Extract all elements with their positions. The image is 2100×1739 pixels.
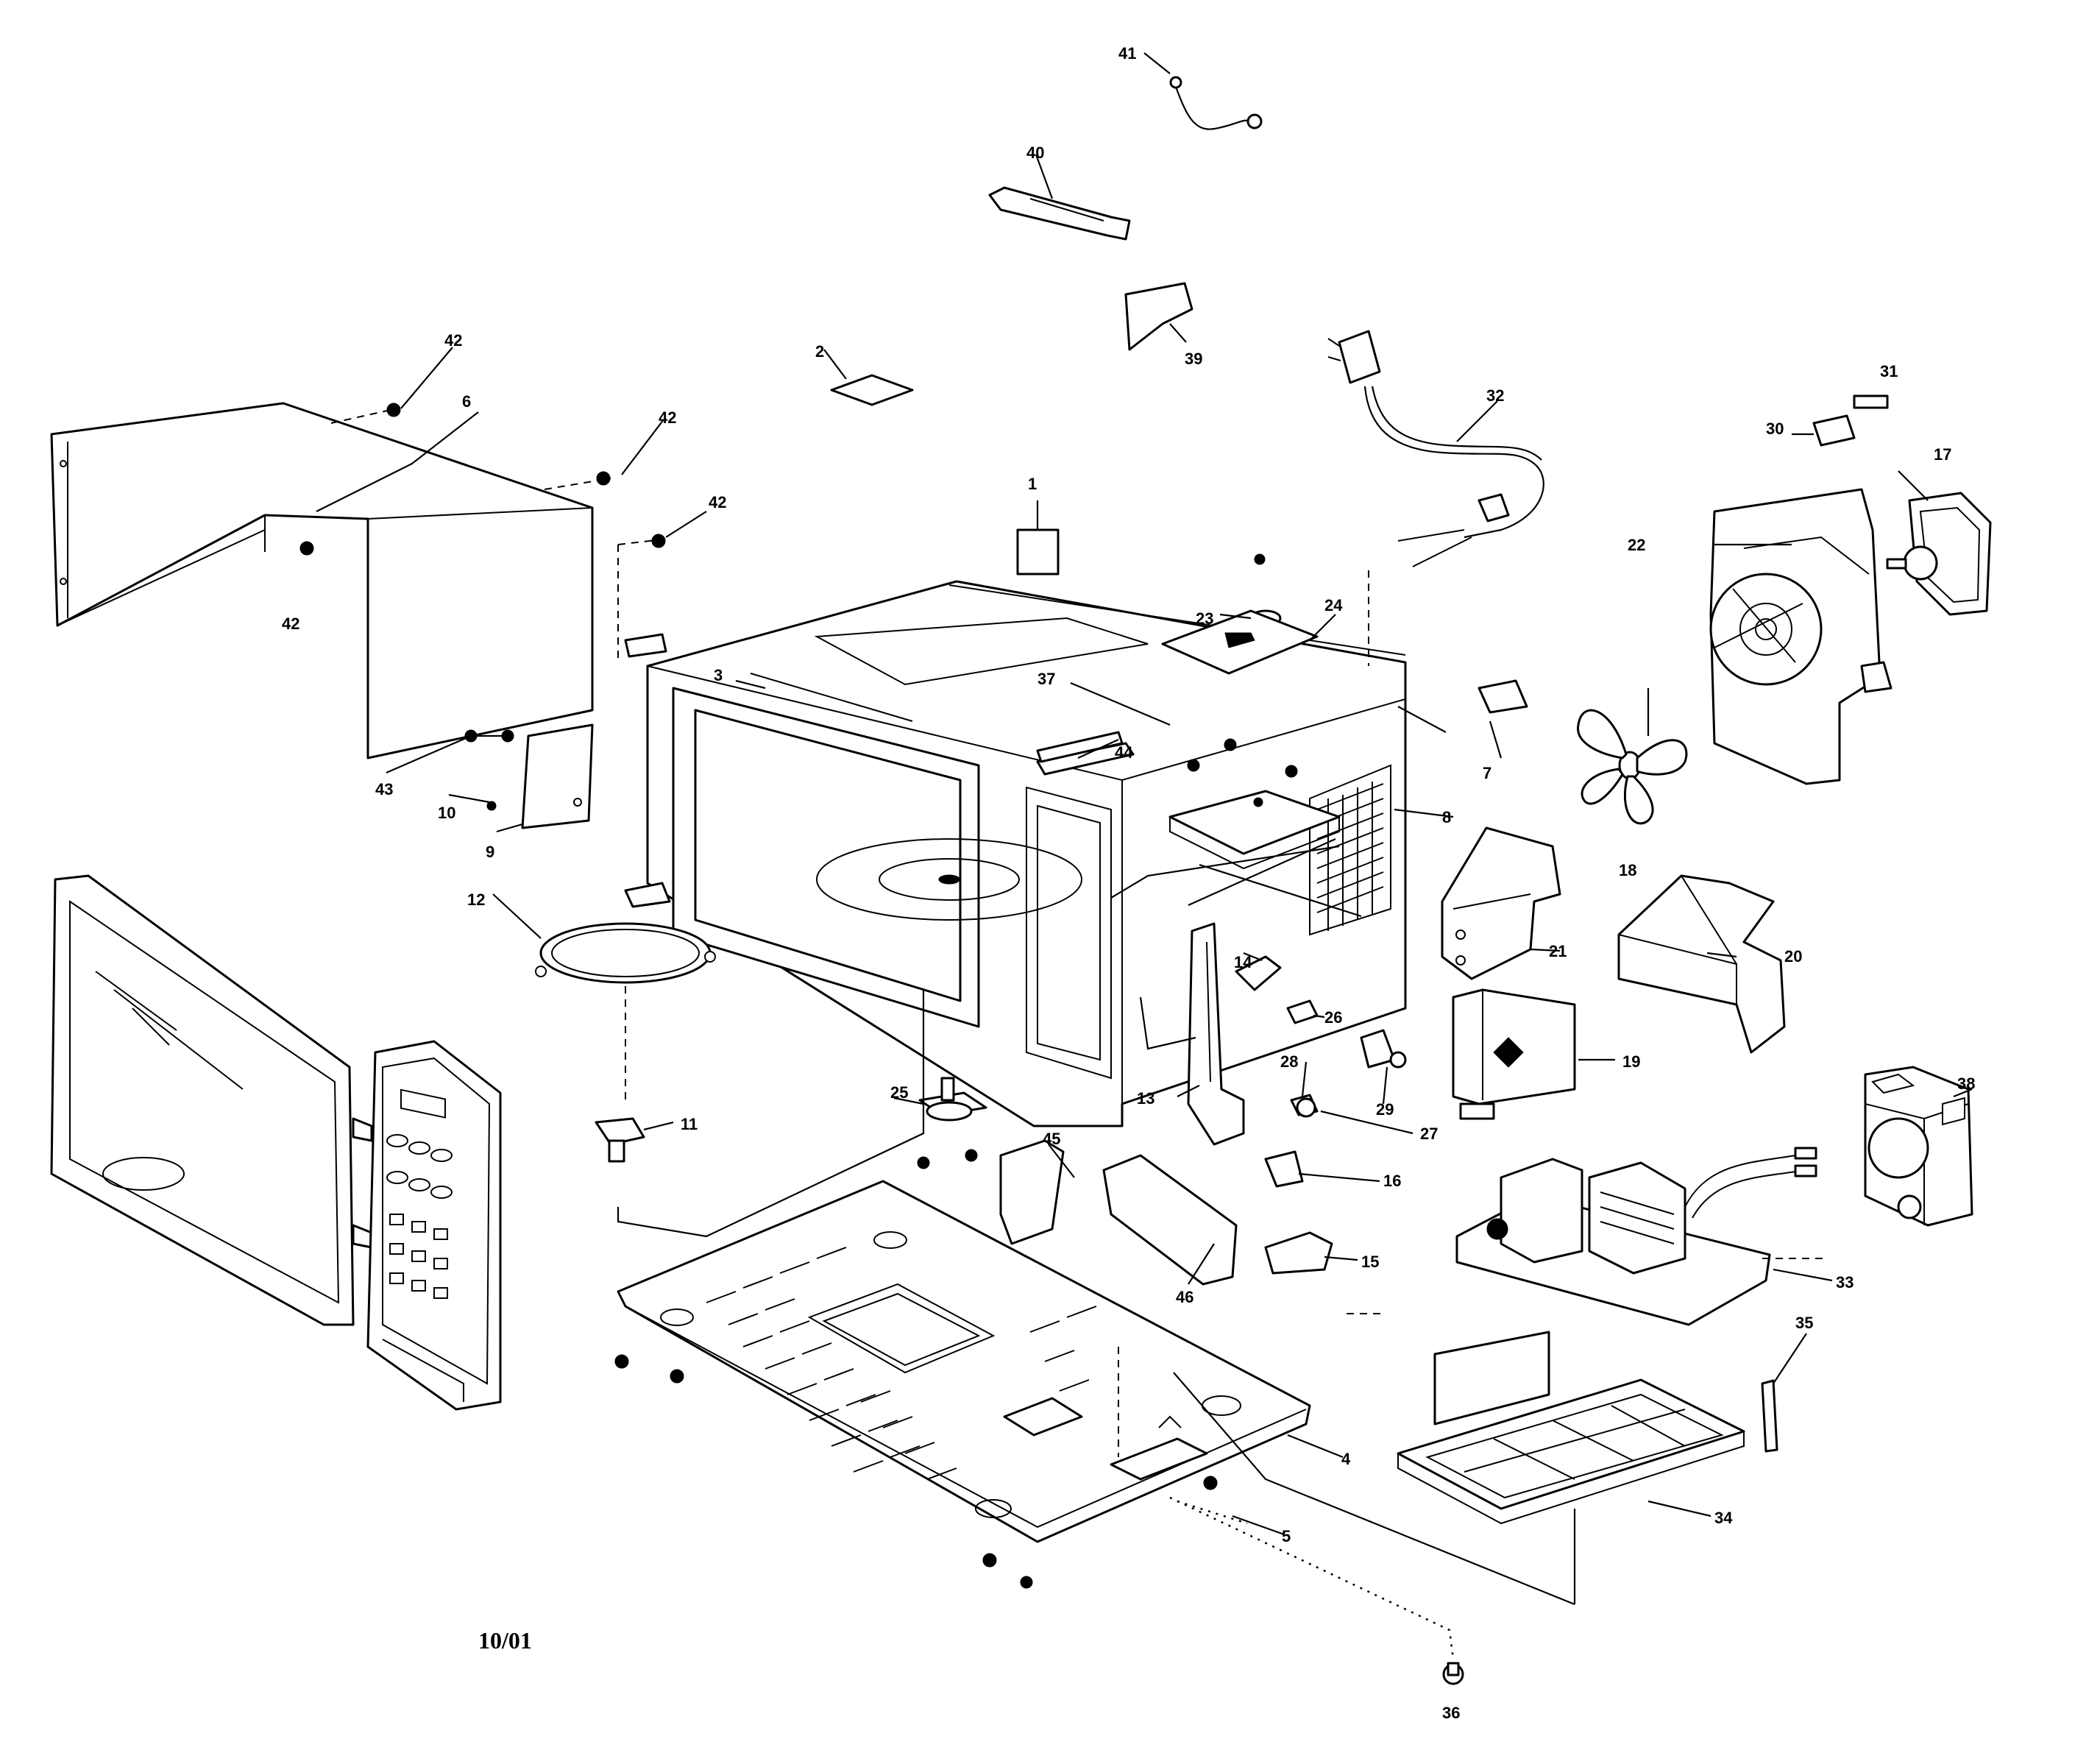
filter-tray-icon [1397,1331,1745,1525]
shield-plate-icon [1441,826,1561,980]
leader-lines [316,52,1973,1606]
callout-36: 36 [1442,1704,1460,1722]
callout-31: 31 [1880,362,1898,380]
callout-7: 7 [1483,764,1491,782]
callout-15: 15 [1361,1253,1379,1271]
keypad [386,1134,453,1299]
callout-38: 38 [1957,1074,1975,1093]
fan-blade-icon [1577,709,1688,825]
power-cord-icon [1327,330,1544,567]
callout-3: 3 [714,666,723,684]
callout-33: 33 [1836,1273,1854,1292]
control-panel-icon [366,1040,502,1411]
callout-44: 44 [1115,743,1133,762]
date-code: 10/01 [478,1627,532,1654]
callout-21: 21 [1549,942,1567,960]
air-guide-icon [1617,874,1786,1054]
callout-42a: 42 [444,331,462,350]
magnetron-icon [1864,1066,1973,1227]
callout-30: 30 [1766,419,1784,438]
inverter-board-icon [1455,1147,1817,1326]
callout-4: 4 [1341,1450,1351,1468]
callout-17: 17 [1934,445,1951,464]
callout-1: 1 [1028,475,1037,493]
callout-10: 10 [438,804,455,822]
duct-icon [1452,988,1576,1120]
callout-18: 18 [1619,861,1636,879]
callout-42c: 42 [709,493,726,511]
microwave-door-icon [50,874,373,1326]
callout-23: 23 [1196,609,1213,628]
motor-bracket-icon [1886,492,1992,616]
callout-37: 37 [1037,670,1055,688]
callout-34: 34 [1714,1509,1733,1527]
callout-26: 26 [1324,1008,1342,1027]
callout-11: 11 [681,1115,698,1133]
callout-20: 20 [1784,947,1802,966]
callout-24: 24 [1324,596,1343,615]
callout-19: 19 [1622,1052,1640,1071]
callout-35: 35 [1795,1314,1813,1332]
base-vents [706,1247,1097,1480]
callout-42d: 42 [282,615,299,633]
callout-43: 43 [375,780,393,798]
callout-40: 40 [1026,144,1044,162]
callout-28: 28 [1280,1052,1298,1071]
oven-cavity-icon [624,580,1407,1127]
callout-8: 8 [1442,808,1451,826]
callout-13: 13 [1137,1089,1154,1108]
callout-9: 9 [486,843,494,861]
callout-32: 32 [1486,386,1504,405]
callout-16: 16 [1383,1172,1401,1190]
callout-2: 2 [815,342,824,361]
callout-39: 39 [1185,350,1202,368]
vent-grid [1309,764,1391,936]
callout-5: 5 [1282,1527,1291,1545]
callout-29: 29 [1376,1100,1394,1119]
callout-14: 14 [1234,953,1252,971]
callout-labels: 41 40 39 2 32 31 30 17 22 1 42 6 42 42 4… [282,44,1975,1722]
callout-27: 27 [1420,1124,1438,1143]
callout-41: 41 [1118,44,1136,63]
callout-45: 45 [1043,1130,1060,1148]
callout-22: 22 [1628,536,1645,554]
base-plate-icon [617,1180,1311,1543]
callout-25: 25 [890,1083,908,1102]
outer-cabinet-icon [50,402,594,759]
callout-42b: 42 [659,408,676,427]
callout-46: 46 [1176,1288,1193,1306]
guide-lines [330,408,1825,1660]
small-parts [299,76,1889,1685]
fan-duct-icon [1709,488,1893,785]
callout-12: 12 [467,890,485,909]
callout-6: 6 [462,392,471,411]
